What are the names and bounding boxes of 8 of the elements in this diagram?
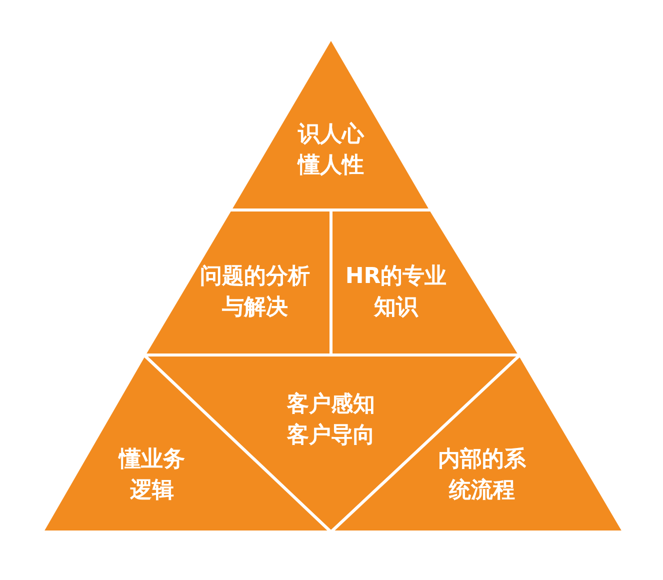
segment-label: 懂人性 xyxy=(296,152,365,180)
segment-label: 问题的分析与解决 xyxy=(199,263,311,322)
segment-label: 客户感知 xyxy=(286,390,376,419)
segment-label: HR的专业知识 xyxy=(344,263,448,322)
segment-label: 客户导向 xyxy=(286,422,376,450)
segment-label: 识人心 xyxy=(296,120,366,149)
segment-label: 懂业务逻辑 xyxy=(117,446,186,505)
segment-label: 内部的系统流程 xyxy=(437,446,527,505)
